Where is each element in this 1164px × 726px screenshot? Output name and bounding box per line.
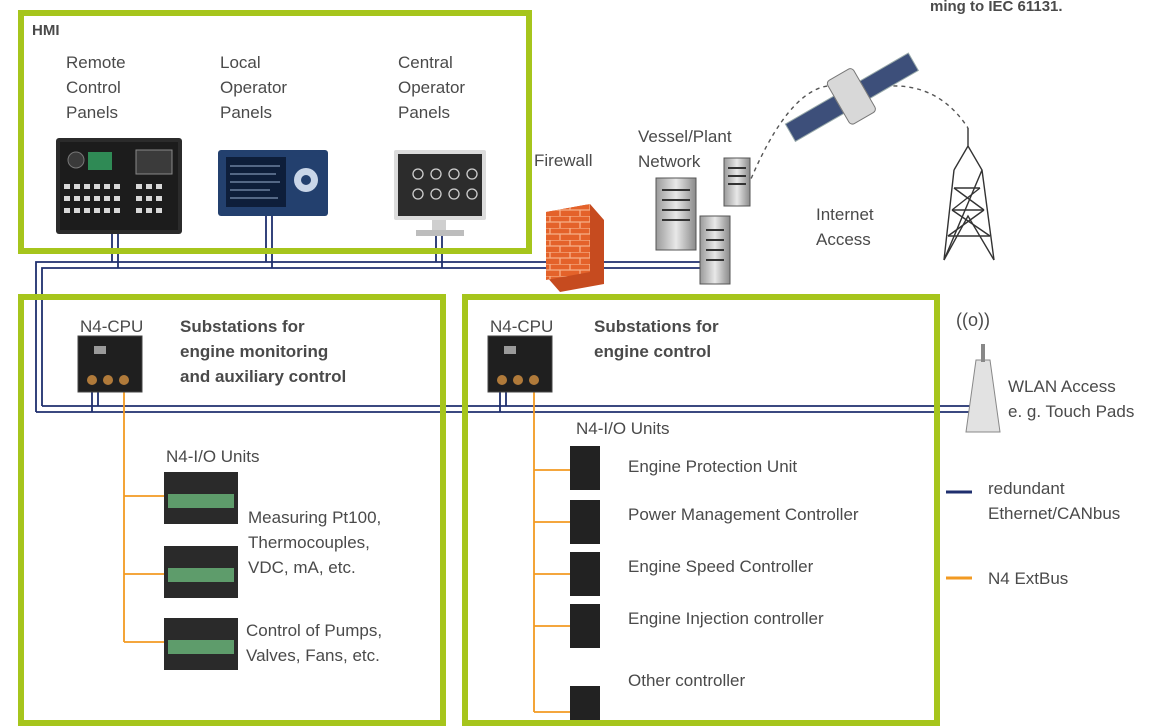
firewall-label: Firewall bbox=[534, 151, 593, 170]
remote-control-panel-image bbox=[56, 138, 182, 234]
cpu-module-right-image bbox=[487, 335, 553, 393]
right-io-label: N4-I/O Units bbox=[576, 419, 670, 438]
controller-unit-images-right bbox=[570, 446, 600, 724]
extbus-lines bbox=[123, 392, 570, 713]
right-cpu-label: N4-CPU bbox=[490, 317, 554, 336]
controller-label: Engine Protection Unit bbox=[628, 457, 798, 476]
redundant-bus-lines bbox=[35, 216, 980, 413]
legend-extbus-label: N4 ExtBus bbox=[988, 569, 1069, 588]
control-group-label: Control of Pumps,Valves, Fans, etc. bbox=[246, 621, 383, 665]
controller-label: Engine Speed Controller bbox=[628, 557, 814, 576]
hmi-title: HMI bbox=[32, 22, 60, 39]
vessel-plant-servers-image bbox=[655, 157, 751, 285]
controller-label: Power Management Controller bbox=[628, 505, 859, 524]
wifi-symbol: ((o)) bbox=[956, 310, 990, 330]
left-io-label: N4-I/O Units bbox=[166, 447, 260, 466]
right-substation-frame bbox=[462, 294, 940, 726]
firewall-image bbox=[546, 204, 604, 292]
controller-label: Engine Injection controller bbox=[628, 609, 824, 628]
hmi-frame bbox=[18, 10, 532, 254]
central-operator-panel-image bbox=[394, 150, 486, 236]
local-operator-panel-image bbox=[218, 150, 328, 216]
satellite-image bbox=[784, 52, 920, 143]
measuring-group-label: Measuring Pt100,Thermocouples,VDC, mA, e… bbox=[248, 508, 382, 577]
left-cpu-label: N4-CPU bbox=[80, 317, 144, 336]
left-substation-frame bbox=[18, 294, 446, 726]
controller-label: Other controller bbox=[628, 671, 746, 690]
wlan-access-point-image bbox=[965, 344, 1001, 433]
cpu-module-left-image bbox=[77, 335, 143, 393]
header-fragment: ming to IEC 61131. bbox=[930, 0, 1063, 15]
io-unit-images-left bbox=[164, 472, 238, 670]
radio-tower-image bbox=[943, 128, 995, 261]
